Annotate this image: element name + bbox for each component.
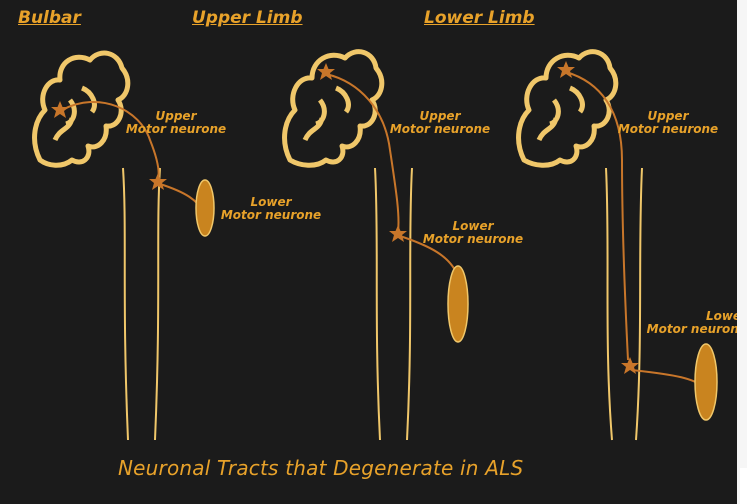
heading-lower-limb: Lower Limb bbox=[424, 8, 535, 28]
diagram-caption: Neuronal Tracts that Degenerate in ALS bbox=[118, 456, 523, 480]
heading-bulbar: Bulbar bbox=[18, 8, 81, 28]
muscle-3 bbox=[695, 344, 717, 420]
upper-motor-neurone-label-2: Upper Motor neurone bbox=[385, 110, 495, 136]
upper-neuron-body-1 bbox=[51, 101, 69, 118]
muscle-2 bbox=[448, 266, 468, 342]
lower-motor-neurone-label-3: Lower Motor neurone bbox=[642, 310, 747, 336]
spinal-cord-1 bbox=[123, 168, 160, 440]
upper-neuron-body-3 bbox=[557, 61, 575, 78]
heading-upper-limb: Upper Limb bbox=[192, 8, 303, 28]
lower-motor-neurone-label-1: Lower Motor neurone bbox=[216, 196, 326, 222]
lower-motor-neurone-label-3-line2: Motor neurone bbox=[642, 323, 747, 336]
upper-motor-neurone-label-3: Upper Motor neurone bbox=[614, 110, 722, 136]
upper-motor-tract-2 bbox=[326, 74, 399, 232]
upper-motor-neurone-label-1: Upper Motor neurone bbox=[120, 110, 232, 136]
brain-outline-1 bbox=[35, 53, 128, 165]
right-edge-strip bbox=[737, 0, 747, 504]
upper-motor-neurone-label-1-line2: Motor neurone bbox=[120, 123, 232, 136]
spinal-cord-3 bbox=[606, 168, 642, 440]
lower-motor-neurone-label-1-line2: Motor neurone bbox=[216, 209, 326, 222]
muscle-1 bbox=[196, 180, 214, 236]
upper-neuron-body-2 bbox=[317, 63, 335, 80]
corner-block bbox=[740, 468, 747, 504]
spinal-cord-2 bbox=[375, 168, 412, 440]
lower-neuron-body-2 bbox=[389, 225, 407, 242]
lower-neuron-body-1 bbox=[149, 173, 167, 190]
upper-motor-neurone-label-3-line2: Motor neurone bbox=[614, 123, 722, 136]
lower-motor-neurone-label-2-line2: Motor neurone bbox=[418, 233, 528, 246]
brain-outline-2 bbox=[285, 52, 382, 166]
upper-motor-neurone-label-2-line2: Motor neurone bbox=[385, 123, 495, 136]
lower-motor-neurone-label-2: Lower Motor neurone bbox=[418, 220, 528, 246]
